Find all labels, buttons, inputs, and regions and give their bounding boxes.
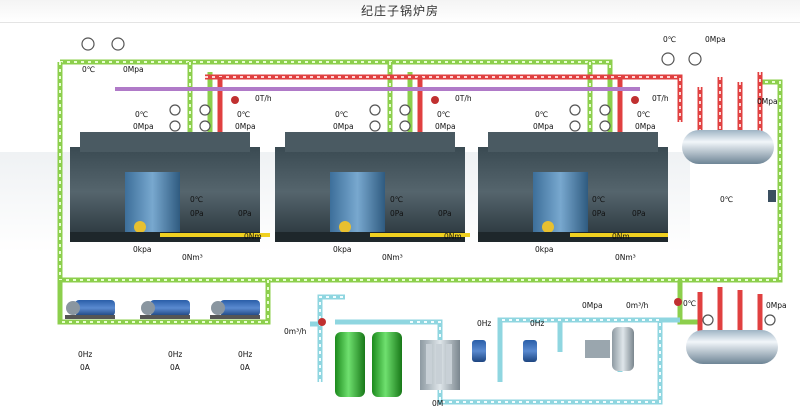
- boiler-2-furnace-temp: 0℃: [390, 195, 403, 204]
- header-top-pressure: 0Mpa: [705, 35, 726, 44]
- boiler-3-pressure: 0Mpa: [635, 122, 656, 131]
- water-level: 0M: [432, 399, 443, 408]
- boiler-2-pressure: 0Mpa: [435, 122, 456, 131]
- deaerator: [585, 327, 634, 371]
- boiler-1-furnace-pressure: 0Pa: [190, 209, 204, 218]
- boiler-3-gas-flow: 0Nm³: [615, 253, 636, 262]
- boiler-2-gas-m: 0Nm: [444, 232, 462, 241]
- boiler-3-steam-pressure: 0Mpa: [533, 122, 554, 131]
- boiler-1-steam-temp: 0℃: [135, 110, 148, 119]
- water-outlet-flow: 0m³/h: [626, 301, 649, 310]
- boilers-group: [70, 132, 668, 242]
- pumps-group: [65, 300, 260, 319]
- boiler-1-gas-m: 0Nm: [244, 232, 262, 241]
- boiler-3-draft: 0Pa: [632, 209, 646, 218]
- steam-main-pipe: [57, 59, 783, 325]
- boiler-2-draft: 0Pa: [438, 209, 452, 218]
- return-pressure: 0Mpa: [766, 301, 787, 310]
- boiler-1-temp: 0℃: [237, 110, 250, 119]
- main-steam-temp: 0℃: [82, 65, 95, 74]
- water-pump-2-freq: 0Hz: [530, 319, 544, 328]
- boiler-1-draft: 0Pa: [238, 209, 252, 218]
- softener-unit: [420, 340, 460, 390]
- valves: [231, 96, 682, 326]
- pump-2-freq: 0Hz: [168, 350, 182, 359]
- header-top-right-pressure: 0Mpa: [757, 97, 778, 106]
- boiler-2-steam-pressure: 0Mpa: [333, 122, 354, 131]
- boiler-1-furnace-temp: 0℃: [190, 195, 203, 204]
- pump-3-freq: 0Hz: [238, 350, 252, 359]
- boiler-2-steam-temp: 0℃: [335, 110, 348, 119]
- pump-2-current: 0A: [170, 363, 181, 372]
- return-temp: 0℃: [683, 299, 696, 308]
- boiler-3-steam-temp: 0℃: [535, 110, 548, 119]
- steam-drum-bottom: [686, 330, 778, 364]
- boiler-3-temp: 0℃: [637, 110, 650, 119]
- boiler-2: [275, 132, 465, 242]
- main-steam-pressure: 0Mpa: [123, 65, 144, 74]
- header-mid-temp: 0℃: [720, 195, 733, 204]
- page-title: 纪庄子锅炉房: [0, 0, 800, 23]
- boiler-2-temp: 0℃: [437, 110, 450, 119]
- boiler-1-gas-kpa: 0kpa: [133, 245, 151, 254]
- boiler-2-flow: 0T/h: [455, 94, 472, 103]
- boiler-2-gas-kpa: 0kpa: [333, 245, 351, 254]
- boiler-3-flow: 0T/h: [652, 94, 669, 103]
- header-top-temp: 0℃: [663, 35, 676, 44]
- feed-pumps: [472, 340, 537, 362]
- boiler-2-furnace-pressure: 0Pa: [390, 209, 404, 218]
- boiler-1-pressure: 0Mpa: [235, 122, 256, 131]
- boiler-3-gas-m: 0Nm: [612, 232, 630, 241]
- boiler-3-furnace-pressure: 0Pa: [592, 209, 606, 218]
- pressure-gauges: [81, 37, 776, 326]
- green-tanks: [335, 332, 402, 397]
- boiler-3: [478, 132, 668, 242]
- boiler-1-steam-pressure: 0Mpa: [133, 122, 154, 131]
- boiler-2-gas-flow: 0Nm³: [382, 253, 403, 262]
- boiler-3-gas-kpa: 0kpa: [535, 245, 553, 254]
- pump-1-current: 0A: [80, 363, 91, 372]
- water-outlet-pressure: 0Mpa: [582, 301, 603, 310]
- boiler-room-diagram: 0℃ 0Mpa 0℃ 0Mpa 0Mpa 0℃ 0T/h 0℃ 0Mpa 0℃ …: [0, 35, 787, 408]
- water-inlet-flow: 0m³/h: [284, 327, 307, 336]
- pump-3-current: 0A: [240, 363, 251, 372]
- boiler-3-furnace-temp: 0℃: [592, 195, 605, 204]
- boiler-1-gas-flow: 0Nm³: [182, 253, 203, 262]
- water-pump-1-freq: 0Hz: [477, 319, 491, 328]
- boiler-1-flow: 0T/h: [255, 94, 272, 103]
- valve-side: [768, 190, 776, 202]
- boiler-1: [70, 132, 260, 242]
- steam-drum-top: [682, 130, 774, 164]
- pump-1-freq: 0Hz: [78, 350, 92, 359]
